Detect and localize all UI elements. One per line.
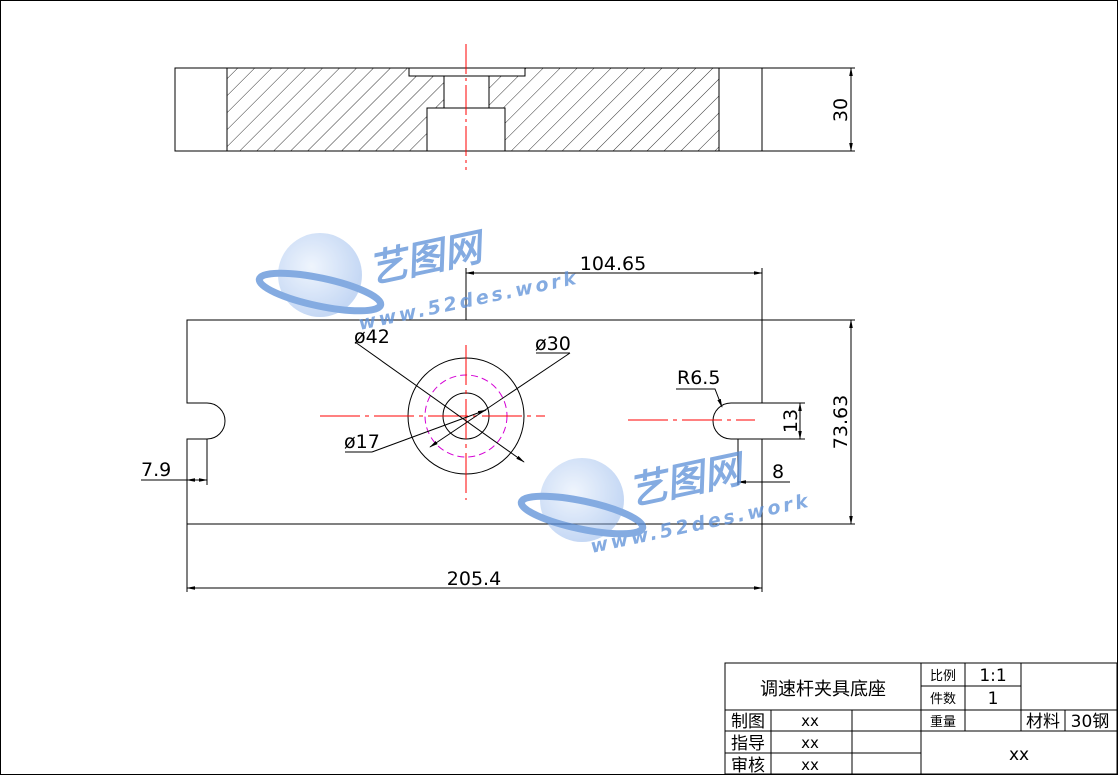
count-value: 1 (988, 689, 999, 709)
section-hatch-left (227, 68, 409, 151)
guide-label: 指导 (731, 734, 765, 754)
dim-slot-offset: 8 (772, 461, 784, 483)
section-outline (174, 67, 763, 152)
dim-dia-inner: ø17 (344, 431, 380, 453)
org-value: xx (1009, 745, 1029, 765)
dim-dia-outer: ø42 (354, 326, 390, 348)
dim-slot-radius: R6.5 (677, 367, 720, 389)
guide-value: xx (801, 734, 819, 752)
leader-dia-inner (371, 409, 487, 453)
section-hatch-low-right (505, 108, 525, 151)
leader-dia-mid (429, 352, 571, 448)
plan-dimension-lines (141, 271, 853, 590)
material-label: 材料 (1026, 712, 1060, 732)
drawn-label: 制图 (731, 712, 765, 732)
count-label: 件数 (930, 692, 956, 707)
watermark-logo-1: 艺图网 www.52des.work (255, 224, 581, 335)
section-view (174, 67, 855, 152)
watermark-logo-2: 艺图网 www.52des.work (517, 446, 813, 558)
scale-label: 比例 (930, 669, 956, 684)
material-value: 30钢 (1071, 712, 1110, 732)
leader-slot-radius (676, 388, 723, 408)
watermark-brand-1: 艺图网 (365, 224, 491, 292)
review-label: 审核 (731, 756, 765, 775)
plan-view (186, 268, 855, 592)
watermark-brand-2: 艺图网 (625, 446, 751, 514)
section-hatch-mid-right (489, 76, 525, 108)
weight-label: 重量 (930, 714, 956, 730)
title-block (724, 662, 1118, 775)
dim-total-height: 73.63 (830, 395, 852, 449)
dim-dia-mid: ø30 (535, 333, 571, 355)
leader-dia-outer (354, 341, 525, 463)
dim-slot-width: 13 (780, 409, 802, 433)
dim-total-length: 205.4 (447, 568, 501, 590)
section-hatch-mid-left (409, 76, 444, 108)
dim-slot-distance: 104.65 (580, 253, 646, 275)
dim-height-side: 30 (830, 98, 852, 122)
section-hatch-right (525, 68, 719, 151)
part-name: 调速杆夹具底座 (760, 679, 886, 700)
scale-value: 1:1 (979, 666, 1006, 686)
section-hatch-low-left (409, 108, 427, 151)
dim-left-notch: 7.9 (141, 459, 171, 481)
review-value: xx (801, 756, 819, 774)
drawn-value: xx (801, 712, 819, 730)
